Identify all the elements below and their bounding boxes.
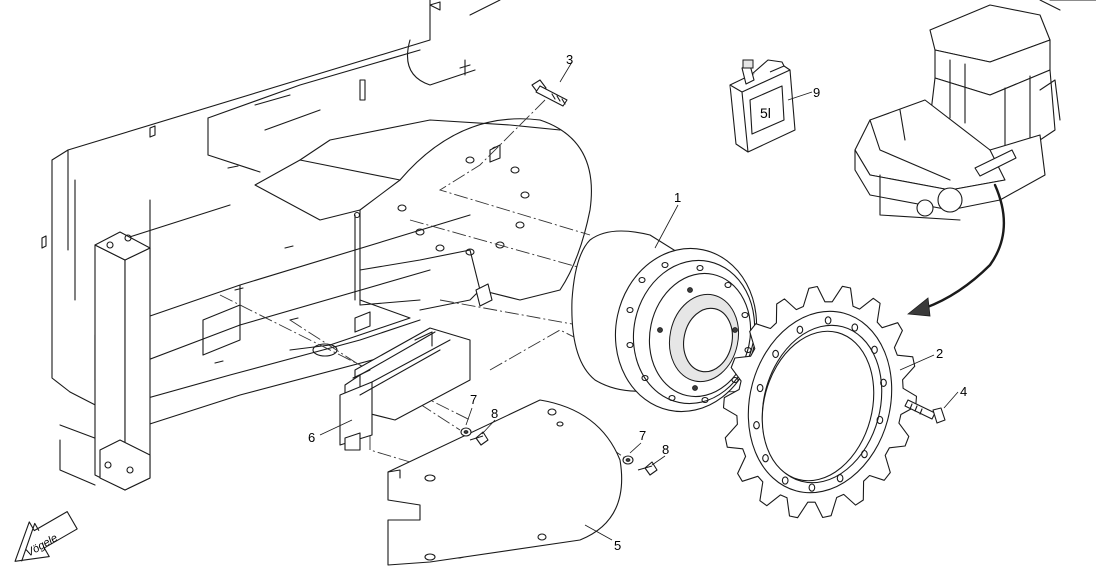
sprocket-bolt-hole [824,316,832,325]
sprocket-bolt-hole [876,415,884,425]
sprocket-bolt-holes [753,316,887,492]
oil-can-part-9: 5l [729,59,796,153]
frame-bolt-holes [397,146,530,256]
callout-4: 4 [960,384,967,399]
voegele-arrow-logo: Vögele [14,511,78,562]
callout-6: 6 [308,430,315,445]
washer-screw-pair-right [622,455,658,476]
bolt-part-4 [904,399,946,424]
callout-5: 5 [614,538,621,553]
hub-bolt-holes [626,261,752,404]
location-arrow [906,183,1005,317]
callout-1: 1 [674,190,681,205]
sprocket-bolt-hole [753,421,760,430]
chassis-frame [41,0,592,491]
guard-plate-part-5 [387,399,623,566]
callout-3: 3 [566,52,573,67]
sprocket-bolt-hole [836,474,844,483]
callout-9: 9 [813,85,820,100]
sprocket-bolt-hole [851,323,859,332]
bolt-part-3 [531,79,568,107]
oil-can-label: 5l [760,105,771,121]
sprocket-bolt-hole [871,345,878,354]
cover-bracket-part-6 [339,327,471,451]
leader-lines [319,61,959,541]
gear-hub-part-1 [571,230,758,413]
sprocket-bolt-hole [772,349,779,359]
callout-7-left: 7 [470,392,477,407]
paver-machine-illustration [854,0,1096,221]
sprocket-bolt-hole [796,325,804,334]
sprocket-bolt-hole [880,378,887,387]
sprocket-bolt-hole [781,476,789,485]
sprocket-part-2 [722,285,918,519]
sprocket-bolt-hole [762,454,769,463]
sprocket-bolt-hole [756,383,764,393]
callout-8-left: 8 [491,406,498,421]
callout-7-right: 7 [639,428,646,443]
callout-8-right: 8 [662,442,669,457]
washer-screw-pair-left [460,427,489,446]
callout-numbers: 1 2 3 4 5 6 7 8 7 8 9 [308,52,967,553]
sprocket-bolt-hole [808,483,816,492]
callout-2: 2 [936,346,943,361]
sprocket-bolt-hole [861,449,868,459]
